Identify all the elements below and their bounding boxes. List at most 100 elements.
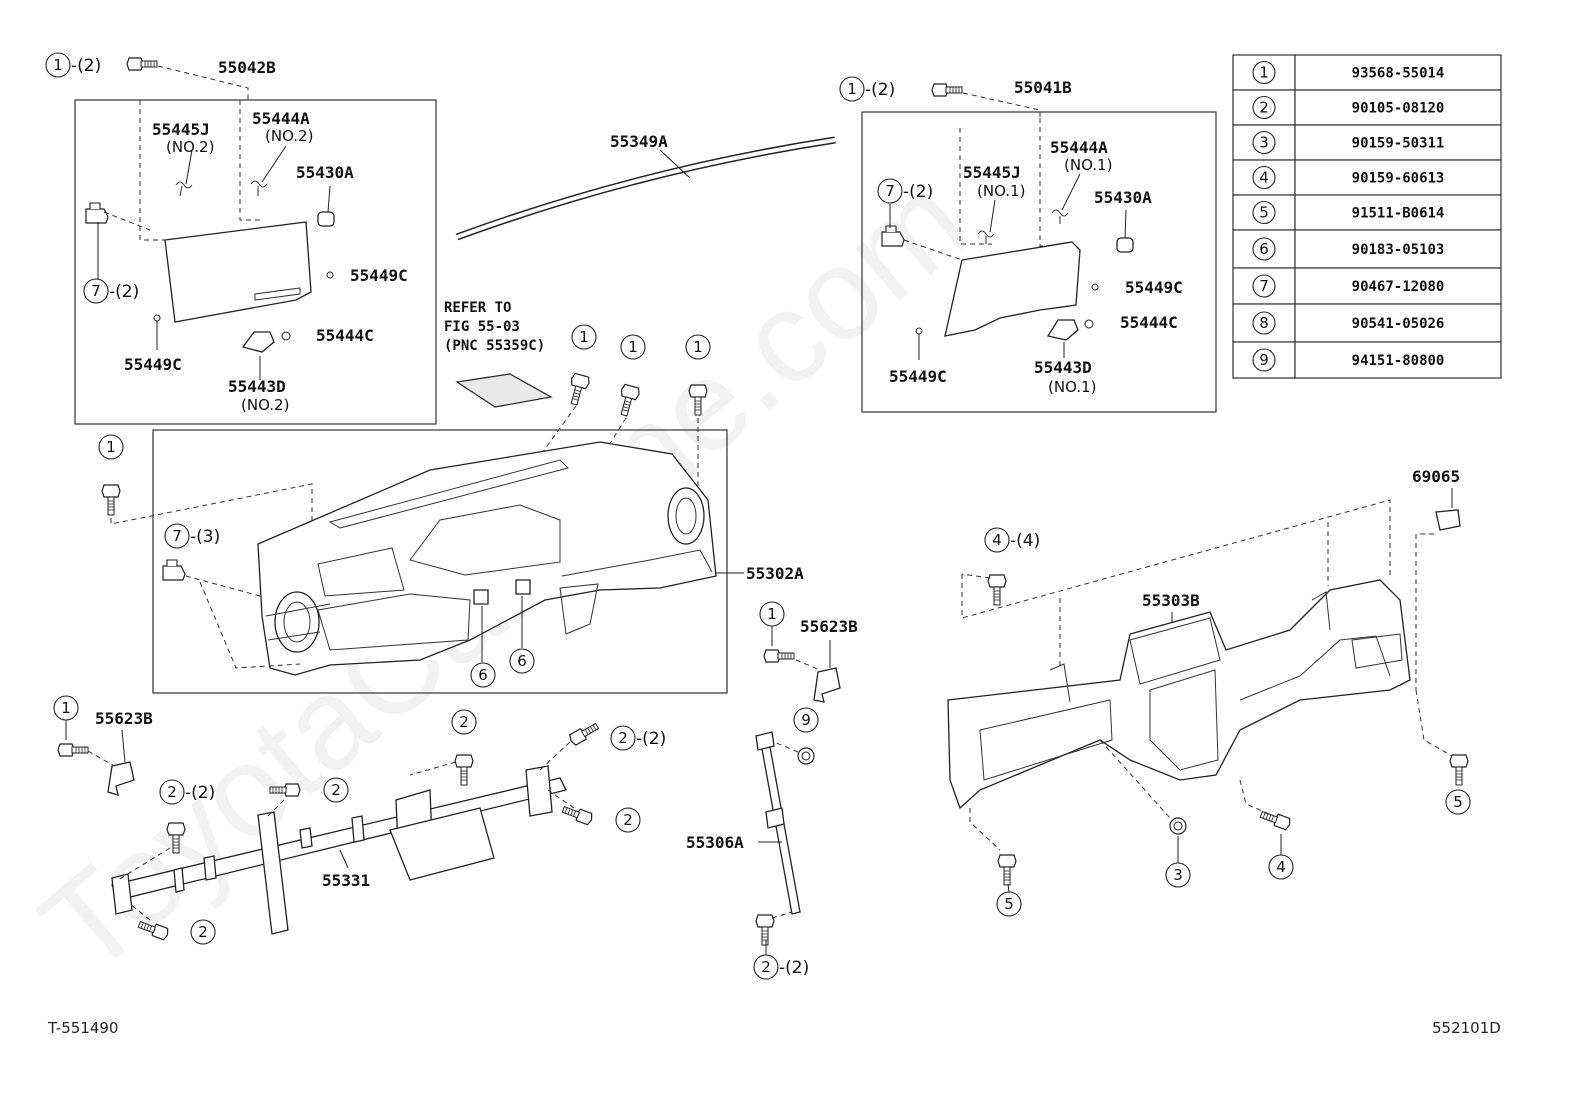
svg-text:1: 1 xyxy=(693,338,703,356)
callout-2-qty2-bottom: 2 -(2) xyxy=(753,954,809,980)
callout-1: 1 xyxy=(571,324,597,350)
svg-text:9: 9 xyxy=(801,711,811,729)
fastener-key: 3 xyxy=(1259,134,1269,152)
svg-text:1: 1 xyxy=(61,699,71,717)
svg-text:2: 2 xyxy=(761,958,771,976)
part-label-55449C-right-b: 55449C xyxy=(889,367,947,386)
callout-1-qty2-top-left: 1 -(2) xyxy=(45,52,101,78)
callout-7-qty2-left: 7 -(2) xyxy=(83,278,139,304)
sub-label-no2: (NO.2) xyxy=(241,396,289,414)
svg-text:1: 1 xyxy=(767,605,777,623)
svg-text:FIG 55-03: FIG 55-03 xyxy=(444,319,520,335)
callout-2: 2 xyxy=(615,807,641,833)
glovebox-door-left xyxy=(164,221,312,323)
bolt-icon xyxy=(564,372,592,408)
part-label-55449C-right-a: 55449C xyxy=(1125,278,1183,297)
fastener-part-number: 90183-05103 xyxy=(1352,242,1445,258)
svg-text:2: 2 xyxy=(618,729,628,747)
fastener-key: 4 xyxy=(1259,169,1269,187)
fastener-part-number: 90105-08120 xyxy=(1352,101,1445,117)
part-label-55430A-left: 55430A xyxy=(296,163,354,182)
svg-text:-(3): -(3) xyxy=(190,527,220,547)
bracket-55623B-middle xyxy=(813,667,841,703)
clip-icon xyxy=(162,559,186,581)
fastener-part-number: 90159-50311 xyxy=(1352,136,1445,152)
callout-2: 2 xyxy=(190,919,216,945)
fastener-table-row: 3 90159-50311 xyxy=(1232,124,1502,161)
callout-2: 2 xyxy=(451,709,477,735)
bolt-icon xyxy=(997,854,1017,886)
nut-icon xyxy=(797,747,815,765)
group-box-55041B xyxy=(861,111,1217,413)
svg-text:5: 5 xyxy=(1004,895,1014,913)
callout-1-qty2-top-right: 1 -(2) xyxy=(839,76,895,102)
svg-text:-(2): -(2) xyxy=(903,182,933,202)
svg-text:7: 7 xyxy=(172,527,182,545)
bolt-icon xyxy=(101,484,121,516)
part-label-55302A: 55302A xyxy=(746,564,804,583)
callout-1: 1 xyxy=(759,601,785,627)
callout-1: 1 xyxy=(685,334,711,360)
fastener-part-number: 90541-05026 xyxy=(1352,316,1445,332)
svg-text:(PNC 55359C): (PNC 55359C) xyxy=(444,338,545,354)
bolt-icon xyxy=(454,754,474,786)
brace-group: 1 55623B 9 55306A 2 -(2) xyxy=(686,601,858,980)
fastener-key: 7 xyxy=(1259,277,1269,295)
bracket-icon xyxy=(473,589,489,605)
part-label-55445J-right: 55445J xyxy=(963,163,1021,182)
svg-text:-(2): -(2) xyxy=(865,80,895,100)
svg-text:REFER TO: REFER TO xyxy=(444,300,511,316)
callout-2: 2 xyxy=(323,777,349,803)
callout-1: 1 xyxy=(620,334,646,360)
bracket-55623B-left xyxy=(107,761,135,796)
svg-text:6: 6 xyxy=(517,652,527,670)
part-label-55430A-right: 55430A xyxy=(1094,188,1152,207)
glovebox-lock-right xyxy=(1046,319,1079,341)
glovebox-lock-left xyxy=(241,331,275,353)
svg-text:-(2): -(2) xyxy=(636,729,666,749)
fastener-key: 5 xyxy=(1259,204,1269,222)
callout-5: 5 xyxy=(996,891,1022,917)
callout-1: 1 xyxy=(98,434,124,460)
callout-4: 4 xyxy=(1268,854,1294,880)
fastener-part-number: 93568-55014 xyxy=(1352,66,1445,82)
part-label-55444C-right: 55444C xyxy=(1120,313,1178,332)
spring-icon xyxy=(250,180,268,196)
glovebox-group-left: 1 -(2) 55042B 55445J (NO.2) 55444A (NO.2… xyxy=(45,52,437,425)
part-label-55444A-left: 55444A xyxy=(252,109,310,128)
glovebox-door-right xyxy=(944,241,1081,337)
sub-label-no2: (NO.2) xyxy=(166,138,214,156)
callout-2-qty2-left: 2 -(2) xyxy=(159,779,215,805)
svg-text:2: 2 xyxy=(198,923,208,941)
svg-text:-(2): -(2) xyxy=(779,958,809,978)
instrument-panel-55302A xyxy=(257,441,717,676)
glovebox-group-right: 1 -(2) 55041B 7 -(2) 55445J (NO.1) 55444… xyxy=(839,76,1217,413)
svg-text:2: 2 xyxy=(331,781,341,799)
svg-text:7: 7 xyxy=(885,182,895,200)
part-label-55306A: 55306A xyxy=(686,833,744,852)
svg-text:1: 1 xyxy=(628,338,638,356)
part-label-55445J-left: 55445J xyxy=(152,120,210,139)
bolt-icon xyxy=(57,743,89,757)
group-box-55302A xyxy=(152,429,728,694)
reference-note: REFER TO FIG 55-03 (PNC 55359C) xyxy=(444,300,553,408)
svg-text:1: 1 xyxy=(847,80,857,98)
figure-id-right: 552101D xyxy=(1432,1019,1501,1037)
callout-7-qty2-right: 7 -(2) xyxy=(877,178,933,204)
svg-text:4: 4 xyxy=(992,531,1002,549)
part-label-55623B-middle: 55623B xyxy=(800,617,858,636)
callout-5: 5 xyxy=(1445,789,1471,815)
sub-label-no1: (NO.1) xyxy=(977,182,1025,200)
bolt-icon xyxy=(931,83,963,97)
part-label-55349A: 55349A xyxy=(610,132,668,151)
sub-label-no1: (NO.1) xyxy=(1064,156,1112,174)
part-label-55303B: 55303B xyxy=(1142,591,1200,610)
figure-id-left: T-551490 xyxy=(47,1019,118,1037)
svg-text:-(2): -(2) xyxy=(71,56,101,76)
